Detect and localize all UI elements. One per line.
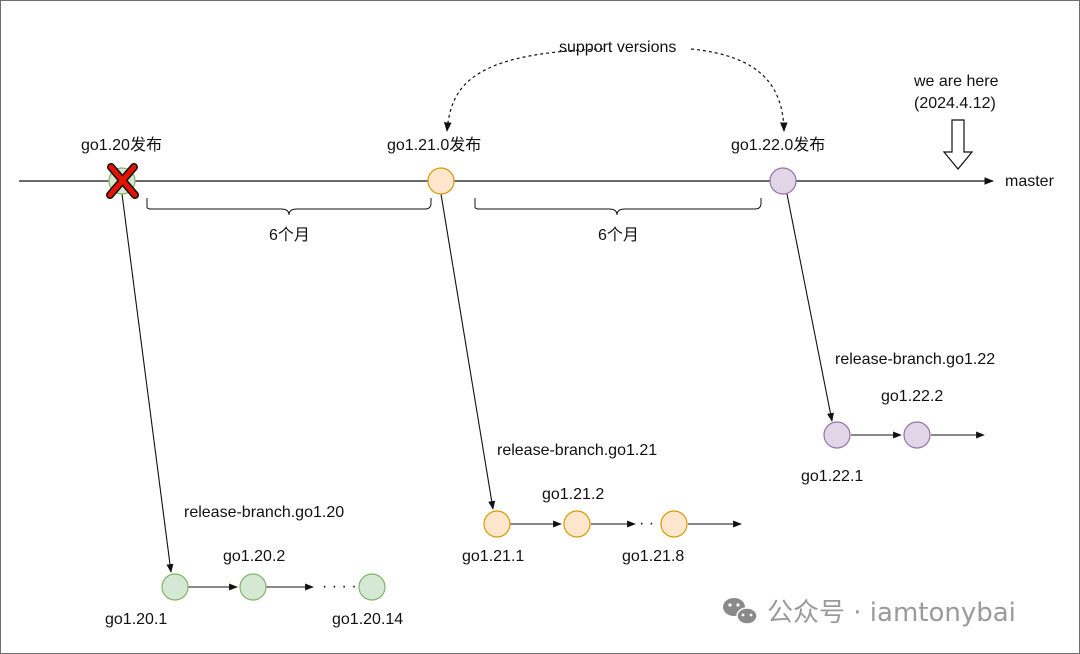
node-go1211	[483, 510, 511, 538]
branch-name-go121: release-branch.go1.21	[497, 442, 657, 459]
interval-label-1: 6个月	[269, 226, 310, 244]
version-label-go1221: go1.22.1	[801, 468, 863, 485]
node-go122	[769, 167, 797, 195]
version-label-go1222: go1.22.2	[881, 388, 943, 405]
version-label-go1211: go1.21.1	[462, 548, 524, 565]
version-label-go1201: go1.20.1	[105, 611, 167, 628]
master-label: master	[1005, 173, 1055, 190]
branch-go120-ellipsis: · · · ·	[322, 578, 357, 595]
version-label-go12014: go1.20.14	[332, 611, 403, 628]
branch-name-go120: release-branch.go1.20	[184, 504, 344, 521]
node-go1221	[823, 421, 851, 449]
support-arrow-go122	[690, 48, 788, 132]
node-go12014	[358, 573, 386, 601]
version-label-go1202: go1.20.2	[223, 548, 285, 565]
version-label-go1212: go1.21.2	[542, 486, 604, 503]
branch-go121-ellipsis: · · ·	[639, 515, 664, 532]
current-position-date: (2024.4.12)	[914, 95, 996, 112]
interval-brace-1	[146, 198, 432, 216]
down-arrow-icon	[942, 119, 974, 170]
current-position-label: we are here	[913, 73, 999, 90]
support-arrow-go121	[443, 48, 604, 132]
branch-name-go122: release-branch.go1.22	[835, 351, 995, 368]
release-label-go121: go1.21.0发布	[387, 136, 481, 154]
node-go1202	[239, 573, 267, 601]
branch-arrow-go122	[786, 193, 834, 422]
release-label-go120: go1.20发布	[81, 136, 162, 154]
branch-arrow-go121	[440, 193, 496, 510]
release-label-go122: go1.22.0发布	[731, 136, 825, 154]
wechat-icon	[723, 598, 758, 625]
interval-brace-2	[474, 198, 762, 216]
branch-arrow-go120	[121, 193, 174, 573]
cross-icon	[106, 163, 139, 199]
version-label-go1218: go1.21.8	[622, 548, 684, 565]
watermark-text: 公众号 · iamtonybai	[767, 598, 1016, 628]
node-go121	[427, 167, 455, 195]
node-go1222	[903, 421, 931, 449]
support-versions-label: support versions	[559, 39, 676, 56]
interval-label-2: 6个月	[598, 226, 639, 244]
node-go1201	[161, 573, 189, 601]
node-go1218	[660, 510, 688, 538]
node-go1212	[563, 510, 591, 538]
